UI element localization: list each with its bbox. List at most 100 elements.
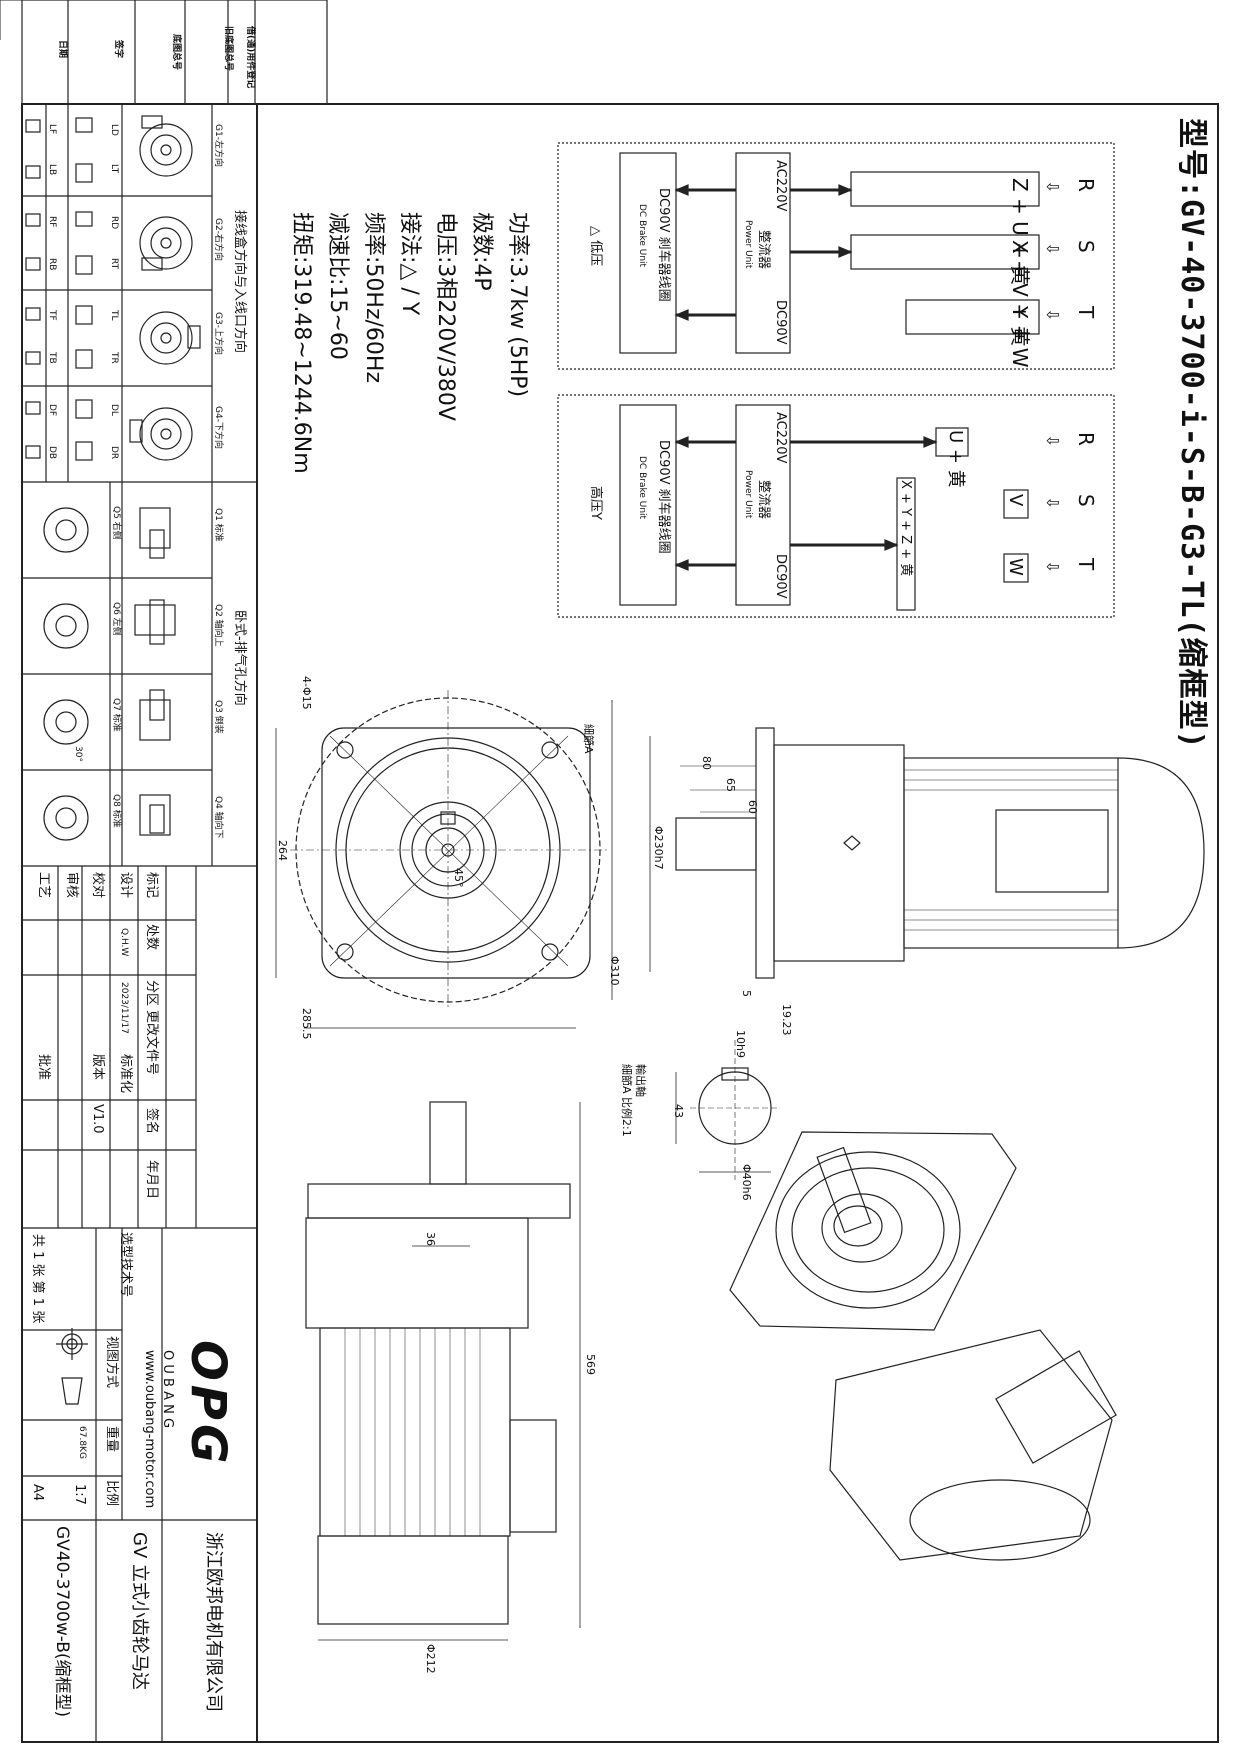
dim-310: Φ310 <box>608 956 621 986</box>
mount-q1: Q1 标准 <box>213 508 223 542</box>
tb-change: 更改文件号 <box>144 1010 159 1076</box>
spec-power: 功率:3.7kw (5HP) <box>505 212 530 398</box>
mount-q5: Q5 右侧 <box>111 506 121 540</box>
code-db: DB <box>47 446 57 460</box>
dim-2855: 285.5 <box>300 1008 313 1040</box>
mount-q8: Q8 标准 <box>111 794 121 828</box>
tb-designer: Q.H.W <box>119 928 129 957</box>
tb-approve: 批准 <box>36 1054 51 1081</box>
arrow-down-icon: ⇩ <box>1043 242 1062 256</box>
mount-g4: G4-下方向 <box>213 406 223 449</box>
arrow-down-icon: ⇩ <box>1043 496 1062 510</box>
dim-264: 264 <box>276 840 289 861</box>
tb-weight-label: 重量 <box>104 1426 119 1453</box>
dim-40: Φ40h6 <box>740 1164 753 1201</box>
terminal-s: S <box>1074 240 1098 253</box>
spec-poles: 极数:4P <box>469 212 494 291</box>
model-title: 型号:GV-40-3700-i-S-B-G3-TL(缩框型) <box>1174 118 1209 750</box>
code-rt: RT <box>109 258 119 270</box>
tb-date: 年月日 <box>144 1160 159 1200</box>
rectifier-en: Power Unit <box>743 220 753 269</box>
rectifier-name: 整流器 <box>756 480 771 520</box>
code-df: DF <box>47 404 57 417</box>
spec-voltage: 电压:3相220V/380V <box>433 212 458 421</box>
wiring-diagram-low <box>557 142 1115 370</box>
brake-coil: DC90V 刹车器线圈 <box>656 188 671 302</box>
dim-212: Φ212 <box>424 1644 437 1674</box>
reg-label-old: 旧底图总号 <box>223 26 233 72</box>
spec-frequency: 频率:50Hz/60Hz <box>361 212 386 383</box>
mount-q7: Q7 标准 <box>111 698 121 732</box>
spec-connection: 接法:△ / Y <box>397 212 422 316</box>
code-lt: LT <box>109 164 119 174</box>
mount-angle: 30° <box>73 746 83 762</box>
product-name: GV 立式小齿轮马达 <box>129 1532 150 1690</box>
tb-count: 处数 <box>144 924 159 951</box>
spec-ratio: 减速比:15~60 <box>325 212 350 360</box>
shaft-note: 輸出軸 <box>634 1064 647 1097</box>
tb-view: 视图方式 <box>104 1336 119 1389</box>
left-table <box>21 103 258 1743</box>
flange-front-view <box>275 690 613 1029</box>
dim-detail-a: 細節A <box>582 724 595 754</box>
mount-g2: G2-右方向 <box>213 218 223 261</box>
tb-zone: 分区 <box>144 980 159 1007</box>
code-tb: TB <box>47 352 57 364</box>
brand-website: www.oubang-motor.com <box>142 1350 157 1509</box>
reg-label-borrow: 借(通)用件登记 <box>245 26 255 89</box>
mount-q2: Q2 轴向上 <box>213 604 223 647</box>
mount-g3: G3-上方向 <box>213 312 223 355</box>
high-voltage-label: 高压Y <box>588 486 603 520</box>
shaft-detail <box>675 1040 780 1180</box>
code-rf: RF <box>47 216 57 228</box>
pair-w: W <box>1005 558 1026 576</box>
star-point: X + Y + Z + 黄 <box>898 480 913 577</box>
mount-g1: G1-左方向 <box>213 124 223 167</box>
rectifier-name: 整流器 <box>756 230 771 270</box>
brake-coil-en: DC Brake Unit <box>637 204 647 268</box>
detail-scale: 細節A 比例2:1 <box>620 1064 633 1137</box>
terminal-r: R <box>1074 432 1098 446</box>
rectifier-ac: AC220V <box>773 412 788 464</box>
motor-front-elevation <box>305 1101 581 1641</box>
code-tf: TF <box>47 310 57 321</box>
low-voltage-label: △ 低压 <box>588 226 603 267</box>
tb-design: 设计 <box>118 872 133 899</box>
code-ld: LD <box>109 124 119 136</box>
brake-coil-en: DC Brake Unit <box>637 456 647 520</box>
terminal-s: S <box>1074 494 1098 507</box>
tb-weight: 67.8KG <box>77 1426 87 1459</box>
tb-craft: 工艺 <box>36 872 51 899</box>
arrow-down-icon: ⇩ <box>1043 180 1062 194</box>
dim-80: 80 <box>700 756 713 770</box>
code-dr: DR <box>109 446 119 460</box>
rectifier-dc: DC90V <box>773 300 788 345</box>
pair-yw: Y + W <box>1008 306 1032 368</box>
terminal-r: R <box>1074 178 1098 192</box>
tb-paper: A4 <box>30 1484 45 1502</box>
pair-u: U + 黄 <box>945 430 966 488</box>
brand-subtitle: O U B A N G <box>160 1350 175 1429</box>
tb-mark: 标记 <box>144 872 159 899</box>
tb-check: 校对 <box>90 872 105 899</box>
rectifier-ac: AC220V <box>773 160 788 212</box>
tb-sheet: 共 1 张 第 1 张 <box>30 1234 45 1324</box>
dim-45deg: 45° <box>452 868 465 888</box>
dim-43: 43 <box>672 1104 685 1118</box>
mount-q4: Q4 轴向下 <box>213 796 223 839</box>
wiring-diagram-high <box>557 394 1115 618</box>
tb-design-date: 2023/11/17 <box>119 982 129 1034</box>
dim-569: 569 <box>584 1354 597 1375</box>
tb-version-label: 版本 <box>90 1054 105 1081</box>
reg-label-date: 日期 <box>57 40 67 59</box>
pair-v: V <box>1005 494 1026 507</box>
tb-tech-no: 选型技术号 <box>118 1232 133 1298</box>
drawing-number: GV40-3700w-B(缩框型) <box>52 1526 72 1718</box>
code-tl: TL <box>109 310 119 321</box>
mount-q6: Q6 左侧 <box>111 602 121 636</box>
mounting-header: 接线盒方向与入线口方向 <box>232 210 247 354</box>
tb-review: 审核 <box>64 872 79 899</box>
arrow-down-icon: ⇩ <box>1043 308 1062 322</box>
mount-q3: Q3 倒装 <box>213 700 223 734</box>
